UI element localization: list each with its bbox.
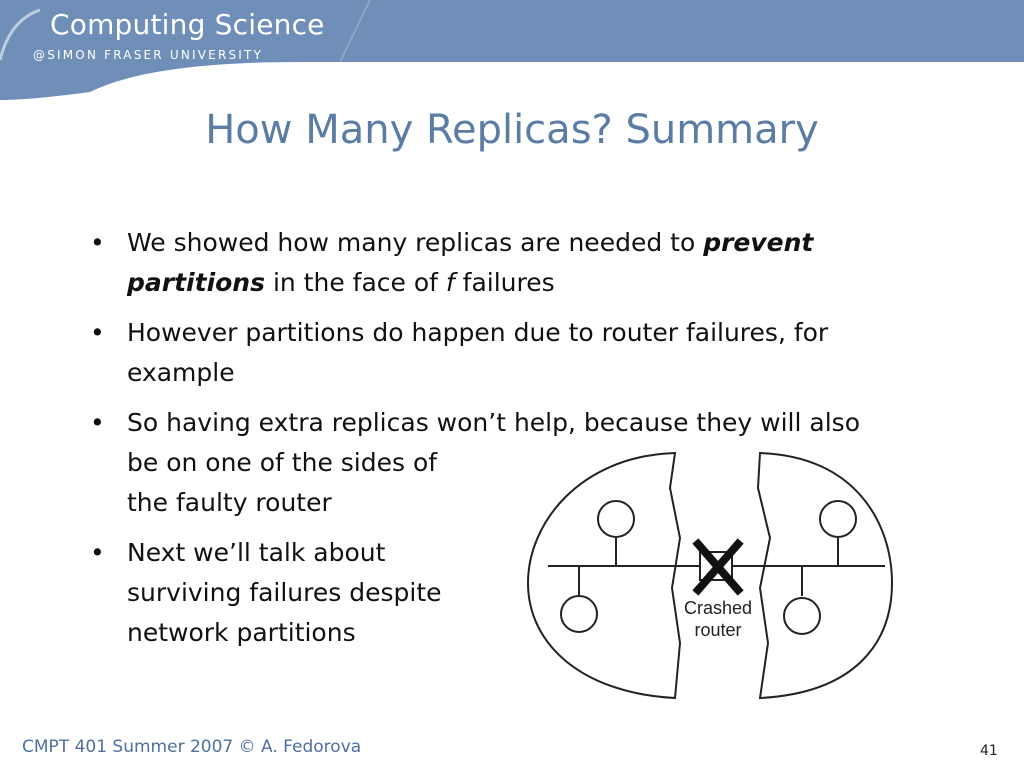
footer-text: CMPT 401 Summer 2007 © A. Fedorova — [22, 737, 362, 757]
bullet-item: • However partitions do happen due to ro… — [86, 313, 917, 393]
replica-node — [819, 500, 857, 538]
bullet-text-line: network partitions — [127, 618, 356, 647]
brand-title: Computing Science — [50, 8, 325, 41]
bullet-text: failures — [454, 268, 555, 297]
router-label-line2: router — [694, 620, 741, 640]
replica-node — [783, 597, 821, 635]
bullet-text-line: the faulty router — [127, 488, 332, 517]
bullet-symbol: • — [90, 228, 105, 257]
header-band — [0, 0, 1024, 100]
right-partition — [756, 451, 894, 700]
bullet-text-line: be on one of the sides of — [127, 448, 438, 477]
bullet-symbol: • — [90, 318, 105, 347]
bullet-item: • So having extra replicas won’t help, b… — [86, 403, 946, 523]
header-swoosh — [0, 8, 41, 61]
network-partition-diagram: Crashed router — [526, 451, 894, 700]
page-number: 41 — [980, 743, 998, 759]
bullet-symbol: • — [90, 538, 105, 567]
bullet-text: in the face of — [265, 268, 446, 297]
bullet-emphasis: prevent partitions — [127, 228, 814, 297]
bullet-text-line: surviving failures despite — [127, 578, 442, 607]
header-accent-line — [339, 0, 371, 63]
left-partition — [526, 451, 682, 700]
bullet-item: • We showed how many replicas are needed… — [86, 223, 946, 303]
bullet-text-line: So having extra replicas won’t help, bec… — [127, 408, 860, 437]
replica-node — [560, 595, 598, 633]
bullet-item: • Next we’ll talk about surviving failur… — [86, 533, 487, 653]
slide-title: How Many Replicas? Summary — [205, 107, 819, 153]
bullet-text: We showed how many replicas are needed t… — [127, 228, 704, 257]
brand-subtitle: @SIMON FRASER UNIVERSITY — [33, 48, 264, 62]
replica-node — [597, 500, 635, 538]
bullet-list: • We showed how many replicas are needed… — [86, 223, 946, 663]
bullet-variable: f — [445, 268, 455, 297]
header-band-shape — [0, 0, 1024, 100]
router-label-line1: Crashed — [684, 598, 752, 618]
x-mark-icon — [692, 538, 744, 596]
bullet-text-line: Next we’ll talk about — [127, 538, 386, 567]
bullet-symbol: • — [90, 408, 105, 437]
bullet-text: However partitions do happen due to rout… — [127, 318, 829, 387]
